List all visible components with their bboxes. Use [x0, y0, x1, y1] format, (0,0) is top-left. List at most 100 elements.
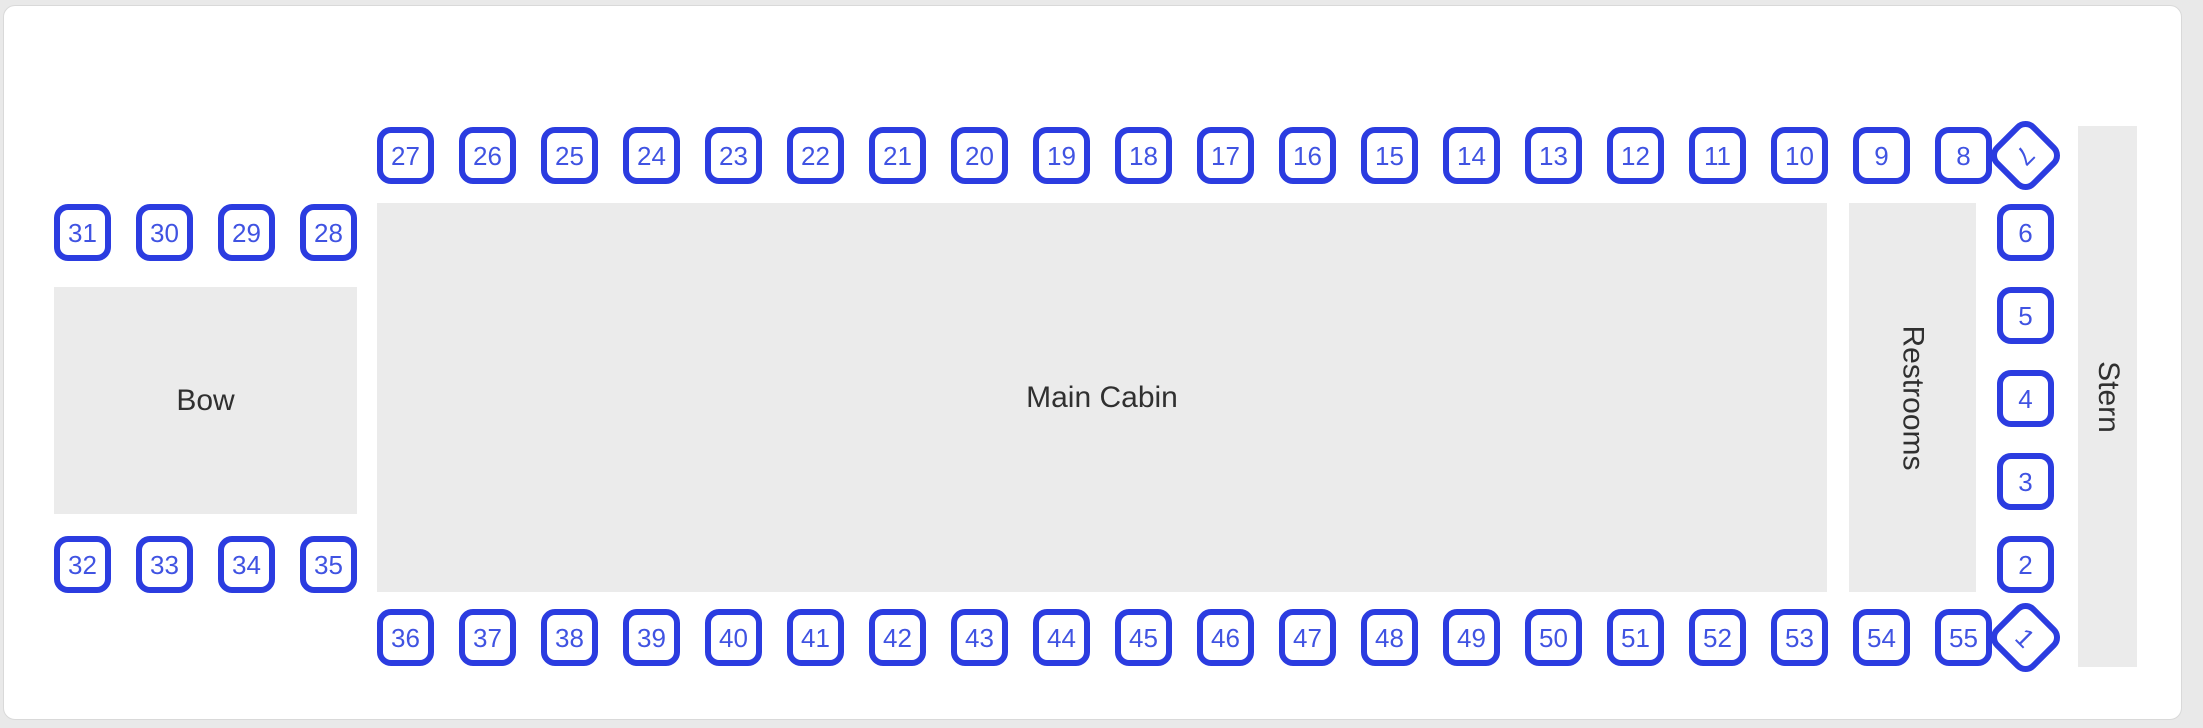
seat-12[interactable]: 12: [1607, 127, 1664, 184]
seat-number: 41: [801, 622, 830, 653]
seat-4[interactable]: 4: [1997, 370, 2054, 427]
bottom-seat-row: 36 37 38 39 40 41 42 43 44 45 46 47 48 49 50 51 52 53 54 55: [377, 609, 1992, 666]
stern-zone: Stern: [2078, 126, 2137, 667]
seat-23[interactable]: 23: [705, 127, 762, 184]
seat-number: 15: [1375, 140, 1404, 171]
seat-33[interactable]: 33: [136, 536, 193, 593]
seat-7[interactable]: 7: [1985, 115, 2066, 196]
seat-5[interactable]: 5: [1997, 287, 2054, 344]
seat-21[interactable]: 21: [869, 127, 926, 184]
seat-3[interactable]: 3: [1997, 453, 2054, 510]
seat-17[interactable]: 17: [1197, 127, 1254, 184]
seat-number: 4: [2018, 383, 2033, 414]
seat-51[interactable]: 51: [1607, 609, 1664, 666]
seat-13[interactable]: 13: [1525, 127, 1582, 184]
seat-number: 31: [68, 217, 97, 248]
seat-40[interactable]: 40: [705, 609, 762, 666]
bow-label: Bow: [176, 383, 235, 417]
bow-zone: Bow: [54, 287, 357, 514]
seat-9[interactable]: 9: [1853, 127, 1910, 184]
main-cabin-zone: Main Cabin: [377, 203, 1827, 592]
seat-54[interactable]: 54: [1853, 609, 1910, 666]
seat-27[interactable]: 27: [377, 127, 434, 184]
seat-15[interactable]: 15: [1361, 127, 1418, 184]
seat-1[interactable]: 1: [1985, 597, 2066, 678]
seat-20[interactable]: 20: [951, 127, 1008, 184]
seat-number: 27: [391, 140, 420, 171]
seat-43[interactable]: 43: [951, 609, 1008, 666]
seat-22[interactable]: 22: [787, 127, 844, 184]
seat-49[interactable]: 49: [1443, 609, 1500, 666]
seat-45[interactable]: 45: [1115, 609, 1172, 666]
seat-28[interactable]: 28: [300, 204, 357, 261]
seat-36[interactable]: 36: [377, 609, 434, 666]
seat-41[interactable]: 41: [787, 609, 844, 666]
left-lower-seat-row: 32 33 34 35: [54, 536, 357, 593]
seat-number: 29: [232, 217, 261, 248]
left-upper-seat-row: 31 30 29 28: [54, 204, 357, 261]
seat-8[interactable]: 8: [1935, 127, 1992, 184]
seat-18[interactable]: 18: [1115, 127, 1172, 184]
seat-16[interactable]: 16: [1279, 127, 1336, 184]
seat-39[interactable]: 39: [623, 609, 680, 666]
seat-30[interactable]: 30: [136, 204, 193, 261]
seat-34[interactable]: 34: [218, 536, 275, 593]
seat-number: 42: [883, 622, 912, 653]
seat-number: 13: [1539, 140, 1568, 171]
seat-number: 36: [391, 622, 420, 653]
seat-38[interactable]: 38: [541, 609, 598, 666]
seat-24[interactable]: 24: [623, 127, 680, 184]
stern-label: Stern: [2091, 360, 2125, 433]
seat-number: 25: [555, 140, 584, 171]
seat-46[interactable]: 46: [1197, 609, 1254, 666]
seat-11[interactable]: 11: [1689, 127, 1746, 184]
seat-number: 50: [1539, 622, 1568, 653]
seat-number: 12: [1621, 140, 1650, 171]
seat-37[interactable]: 37: [459, 609, 516, 666]
seat-number: 52: [1703, 622, 1732, 653]
seat-number: 47: [1293, 622, 1322, 653]
seat-26[interactable]: 26: [459, 127, 516, 184]
seat-number: 19: [1047, 140, 1076, 171]
seat-14[interactable]: 14: [1443, 127, 1500, 184]
seat-number: 48: [1375, 622, 1404, 653]
seat-number: 38: [555, 622, 584, 653]
seat-19[interactable]: 19: [1033, 127, 1090, 184]
seat-32[interactable]: 32: [54, 536, 111, 593]
seat-number: 6: [2018, 217, 2033, 248]
seat-52[interactable]: 52: [1689, 609, 1746, 666]
seat-42[interactable]: 42: [869, 609, 926, 666]
seat-50[interactable]: 50: [1525, 609, 1582, 666]
seat-number: 49: [1457, 622, 1486, 653]
restrooms-zone: Restrooms: [1849, 203, 1976, 592]
seat-10[interactable]: 10: [1771, 127, 1828, 184]
main-cabin-label: Main Cabin: [1026, 380, 1178, 414]
seat-number: 53: [1785, 622, 1814, 653]
seat-number: 18: [1129, 140, 1158, 171]
seat-29[interactable]: 29: [218, 204, 275, 261]
seat-48[interactable]: 48: [1361, 609, 1418, 666]
seat-6[interactable]: 6: [1997, 204, 2054, 261]
seat-number: 45: [1129, 622, 1158, 653]
seat-31[interactable]: 31: [54, 204, 111, 261]
seat-44[interactable]: 44: [1033, 609, 1090, 666]
seat-number: 3: [2018, 466, 2033, 497]
seat-number: 51: [1621, 622, 1650, 653]
seat-number: 2: [2018, 549, 2033, 580]
seat-number: 26: [473, 140, 502, 171]
restrooms-label: Restrooms: [1896, 324, 1930, 471]
seat-2[interactable]: 2: [1997, 536, 2054, 593]
seat-47[interactable]: 47: [1279, 609, 1336, 666]
seat-number: 46: [1211, 622, 1240, 653]
seat-number: 43: [965, 622, 994, 653]
seat-55[interactable]: 55: [1935, 609, 1992, 666]
seat-35[interactable]: 35: [300, 536, 357, 593]
right-seat-column: 6 5 4 3 2: [1997, 204, 2054, 593]
seat-number: 23: [719, 140, 748, 171]
seat-number: 34: [232, 549, 261, 580]
seat-53[interactable]: 53: [1771, 609, 1828, 666]
seat-number: 24: [637, 140, 666, 171]
seat-25[interactable]: 25: [541, 127, 598, 184]
